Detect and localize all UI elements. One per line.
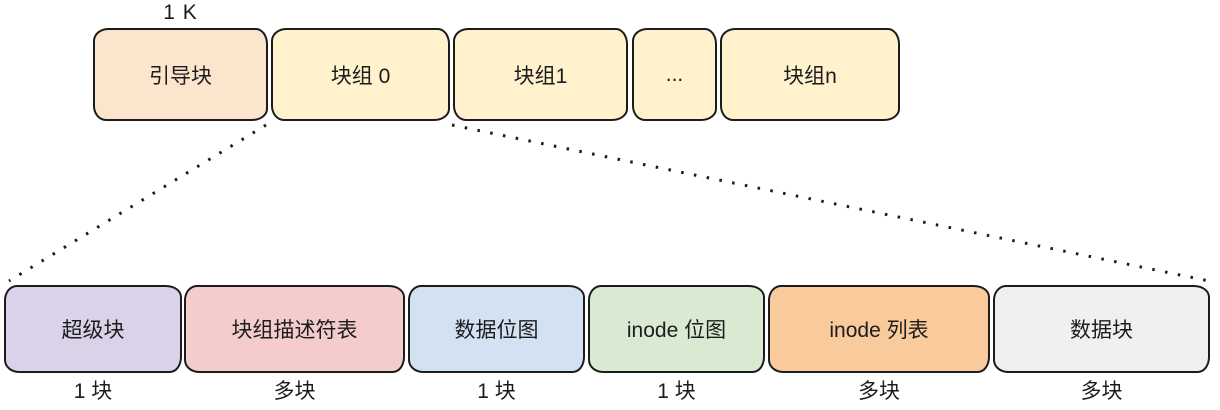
- bottom-box-group-descriptor-table-label: 块组描述符表: [231, 319, 358, 342]
- top-box-block-group-n: 块组n: [720, 28, 900, 121]
- count-label-inode-bitmap: 1 块: [657, 380, 696, 403]
- count-label-superblock: 1 块: [73, 380, 113, 403]
- bottom-box-group-descriptor-table: 块组描述符表: [184, 285, 405, 373]
- bottom-box-superblock: 超级块: [4, 285, 182, 373]
- top-box-block-group-0: 块组 0: [271, 28, 450, 121]
- top-box-ellipsis-label: ...: [665, 62, 684, 86]
- count-label-inode-table: 多块: [858, 380, 900, 403]
- top-box-block-group-0-label: 块组 0: [330, 64, 391, 88]
- top-box-block-group-n-label: 块组n: [783, 64, 837, 88]
- bottom-box-data-blocks-label: 数据块: [1070, 319, 1133, 342]
- bottom-box-inode-table: inode 列表: [768, 285, 990, 373]
- top-box-boot-block: 引导块: [93, 28, 268, 121]
- top-box-block-group-1-label: 块组1: [513, 64, 568, 88]
- top-box-block-group-1: 块组1: [453, 28, 628, 121]
- top-box-ellipsis: ...: [632, 28, 717, 121]
- bottom-box-inode-table-label: inode 列表: [829, 319, 929, 342]
- bottom-box-superblock-label: 超级块: [61, 319, 125, 342]
- bottom-box-inode-bitmap: inode 位图: [588, 285, 765, 373]
- count-label-data-blocks: 多块: [1080, 380, 1123, 403]
- count-label-group-descriptor-table: 多块: [273, 380, 316, 403]
- top-box-boot-block-label: 引导块: [149, 64, 212, 88]
- dotted-line-right: [451, 123, 1215, 284]
- bottom-box-data-blocks: 数据块: [993, 285, 1210, 373]
- block-size-label: 1 K: [163, 1, 198, 24]
- bottom-box-inode-bitmap-label: inode 位图: [626, 319, 727, 342]
- count-label-data-bitmap: 1 块: [477, 380, 516, 403]
- bottom-box-data-bitmap-label: 数据位图: [454, 319, 539, 342]
- dotted-line-left: [8, 123, 267, 283]
- bottom-box-data-bitmap: 数据位图: [408, 285, 585, 373]
